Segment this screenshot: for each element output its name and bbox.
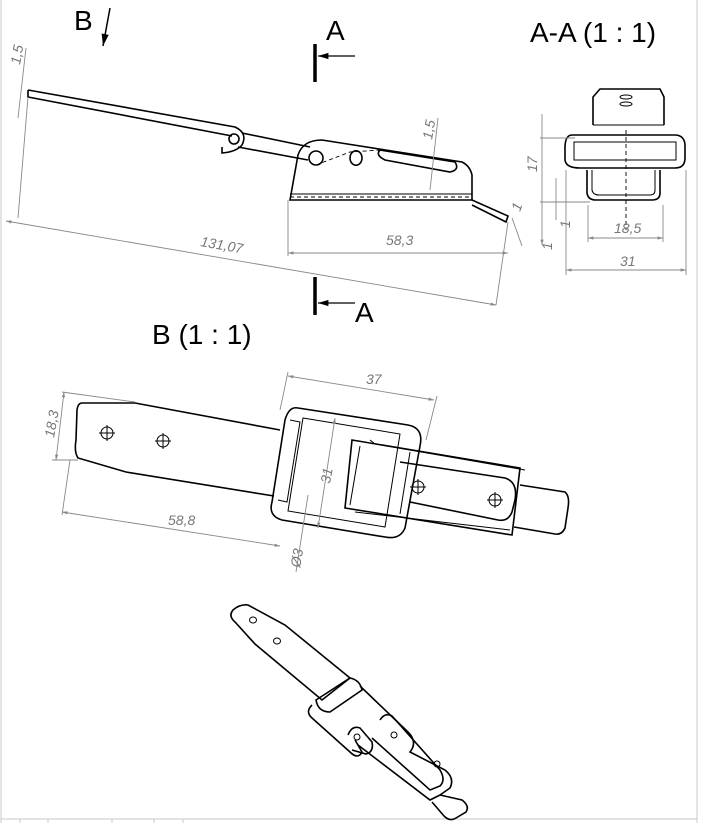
- isometric-view: [230, 604, 469, 821]
- section-view: A-A (1 : 1) 17 1 1 18,5 31: [524, 17, 687, 275]
- dim-thickness-left: 1,5: [7, 43, 26, 65]
- dim-strap-length: 58,8: [168, 512, 195, 528]
- dim-section-gap-b: 1: [557, 220, 573, 228]
- section-dimensions: 17 1 1 18,5 31: [524, 114, 687, 275]
- dim-section-inner-width: 18,5: [614, 220, 641, 236]
- side-dimensions: 1,5 131,07 58,3 1,5 1: [5, 43, 526, 306]
- dim-hole-diameter: Ø3: [287, 547, 306, 569]
- dim-thickness-right: 1,5: [419, 118, 438, 140]
- dim-section-gap-a: 1: [539, 242, 555, 250]
- top-dimensions: 18,3 37 31 58,8 Ø3: [41, 371, 438, 573]
- top-view-title: B (1 : 1): [152, 319, 252, 350]
- dim-tail: 1: [508, 200, 526, 213]
- top-view: B (1 : 1) 18,3 37 31 58,8 Ø3: [41, 319, 570, 573]
- pivot-hole-icon: [410, 479, 426, 495]
- mount-hole-icon: [155, 433, 171, 449]
- pivot-hole-icon: [487, 492, 503, 508]
- dim-section-height: 17: [524, 155, 540, 172]
- dim-body-length: 58,3: [386, 232, 413, 248]
- dim-section-outer-width: 31: [620, 253, 636, 269]
- dim-frame-length: 37: [366, 371, 383, 387]
- view-b-marker: B: [74, 5, 93, 36]
- side-view: B A A 1,5 131,07: [5, 5, 526, 328]
- section-marker-bottom: A: [355, 297, 374, 328]
- section-marker-top: A: [326, 15, 345, 46]
- dim-strap-width: 18,3: [41, 409, 62, 439]
- view-b-arrow-icon: [101, 7, 111, 47]
- dim-overall-length: 131,07: [199, 233, 245, 256]
- side-strap: [27, 89, 509, 224]
- section-title: A-A (1 : 1): [530, 17, 656, 48]
- dim-frame-width: 31: [317, 466, 335, 484]
- mount-hole-icon: [99, 425, 115, 441]
